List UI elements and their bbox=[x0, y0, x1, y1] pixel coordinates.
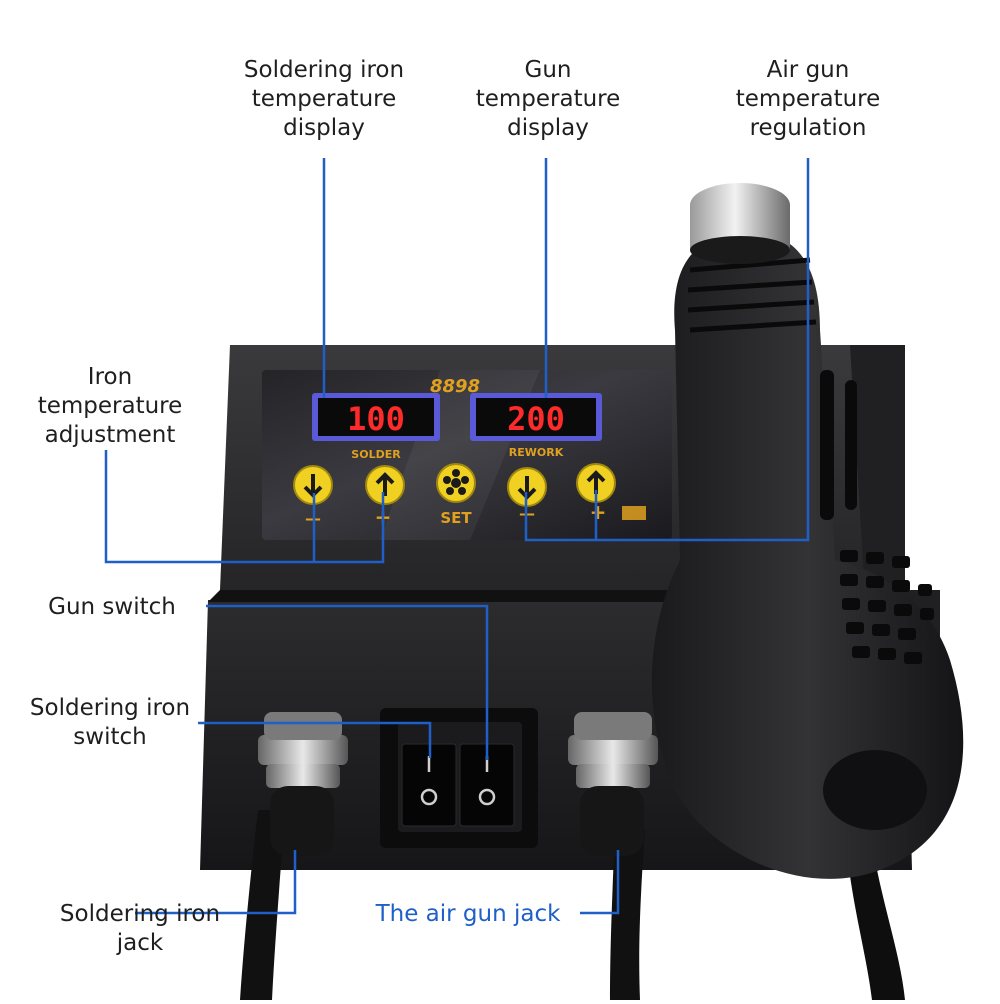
rework-caption: REWORK bbox=[509, 446, 564, 459]
small-logo-icon bbox=[622, 506, 646, 520]
leader-iron-switch bbox=[198, 721, 432, 758]
gun-plus-sign: + bbox=[590, 500, 607, 524]
soldering-iron-switch[interactable] bbox=[401, 743, 457, 827]
hot-air-gun bbox=[651, 183, 964, 1000]
callout-gun-switch: Gun switch bbox=[48, 594, 176, 620]
set-label: SET bbox=[440, 509, 472, 527]
callout-air-regulation: Air gun temperature regulation bbox=[735, 57, 881, 141]
set-button[interactable] bbox=[436, 463, 476, 503]
soldering-iron-jack bbox=[240, 712, 348, 1000]
callout-solder-display: Soldering iron temperature display bbox=[243, 57, 405, 141]
callout-iron-switch: Soldering iron switch bbox=[29, 695, 191, 750]
model-label: 8898 bbox=[430, 376, 480, 397]
arrow-up-icon bbox=[375, 472, 395, 496]
gun-switch[interactable] bbox=[459, 743, 515, 827]
leader-iron-jack bbox=[135, 850, 297, 915]
leader-air-jack bbox=[580, 850, 620, 915]
solder-display bbox=[312, 393, 440, 441]
leader-gun-switch bbox=[206, 604, 489, 760]
leader-iron-adjust bbox=[104, 450, 385, 564]
solder-caption: SOLDER bbox=[351, 448, 401, 461]
leader-lines bbox=[104, 158, 810, 915]
callout-iron-adjust: Iron temperature adjustment bbox=[37, 364, 183, 448]
solder-temperature-value: 100 bbox=[347, 400, 405, 438]
rework-display bbox=[470, 393, 602, 441]
iron-temp-up-button[interactable] bbox=[365, 465, 405, 505]
leader-air-regulation bbox=[524, 158, 810, 542]
vent-grid bbox=[840, 550, 934, 664]
callout-iron-jack: Soldering iron jack bbox=[59, 901, 221, 956]
rework-temperature-value: 200 bbox=[507, 400, 565, 438]
callout-gun-display: Gun temperature display bbox=[475, 57, 621, 141]
gear-icon bbox=[443, 469, 469, 495]
callout-air-jack: The air gun jack bbox=[375, 901, 561, 927]
